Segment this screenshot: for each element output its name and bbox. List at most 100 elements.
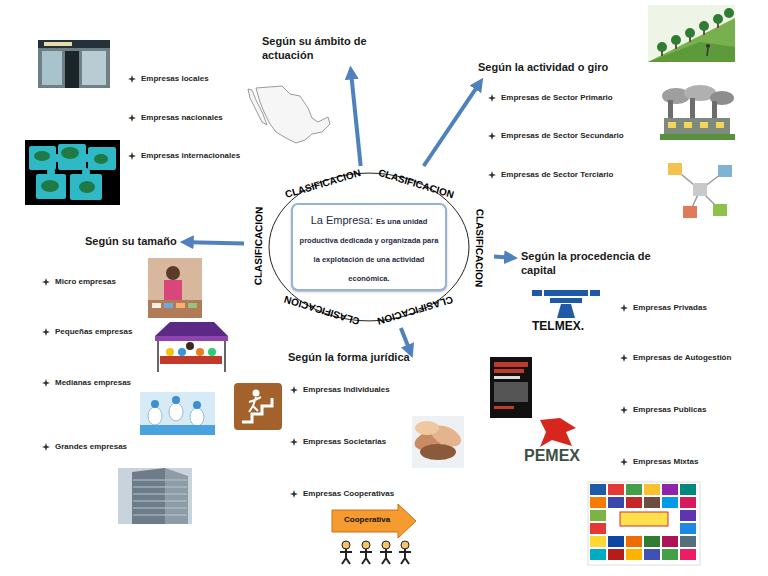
list-item: Micro empresas (42, 276, 116, 288)
product-row (140, 425, 215, 435)
bullet-symbol (42, 278, 50, 286)
bullet-symbol (620, 458, 628, 466)
worker-figure (706, 44, 710, 48)
category-heading: Según su ámbito de actuación (262, 35, 390, 63)
logo-tile (680, 536, 696, 547)
list-item: Empresas Publicas (620, 404, 706, 416)
ring-word: CLASIFICACION (253, 207, 264, 285)
worker-cap (151, 400, 159, 408)
goods (152, 303, 161, 308)
goods (178, 348, 186, 356)
bullet-symbol (42, 379, 50, 387)
logo-tile (644, 536, 660, 547)
bullet-symbol (488, 171, 496, 179)
photo-shape (412, 416, 464, 468)
slope (648, 18, 735, 62)
list-item: Empresas de Autogestión (620, 352, 731, 364)
list-item: Empresas locales (128, 73, 209, 85)
photo-shape (38, 40, 110, 48)
item-text: Empresas nacionales (141, 112, 223, 124)
worker-cap (193, 401, 201, 409)
logo-tile (680, 549, 696, 560)
goods (164, 303, 173, 308)
building (132, 468, 165, 524)
bullet-symbol (620, 354, 628, 362)
category-group: Según su ámbito de actuaciónEmpresas loc… (262, 35, 390, 63)
bullet-symbol (128, 152, 136, 160)
logo-tile (662, 549, 678, 560)
logo-tile (608, 549, 624, 560)
image-caption-text: Cooperativa (344, 516, 390, 525)
icon-figure (253, 390, 260, 397)
worker-body (190, 408, 204, 426)
bullet-symbol (290, 490, 298, 498)
ring-word: CLASIFICACION (284, 168, 362, 200)
hands-photo (412, 416, 464, 468)
world-puzzle-image (25, 140, 120, 205)
item-text: Micro empresas (55, 276, 116, 288)
item-text: Empresas Publicas (633, 404, 706, 416)
bullet-symbol (128, 75, 136, 83)
logo-tile (590, 523, 606, 534)
photo-shape (44, 42, 72, 46)
stall-pole (224, 341, 226, 372)
stick-figure (382, 541, 390, 549)
item-text: Empresas Cooperativas (303, 488, 394, 500)
stick-figure (340, 549, 411, 564)
puzzle-knob (47, 168, 55, 176)
bullet-symbol (290, 386, 298, 394)
bullet-symbol (42, 443, 50, 451)
logo-shape (540, 418, 576, 447)
box-heading: La Empresa: (311, 214, 373, 226)
photo-shape (65, 51, 79, 88)
connector-arrow (401, 328, 409, 349)
puzzle-knob (82, 168, 90, 176)
category-heading: Según la forma jurídica (288, 351, 410, 365)
category-group: Según la forma jurídicaEmpresas Individu… (288, 351, 410, 365)
map-outline (256, 86, 330, 143)
item-text: Pequeñas empresas (55, 326, 132, 338)
building (165, 468, 188, 524)
table (148, 300, 202, 318)
classification-ellipse: CLASIFICACIONCLASIFICACIONCLASIFICACIONC… (244, 166, 494, 328)
stall-table (160, 356, 222, 364)
puzzle-piece (58, 144, 86, 170)
logo-tile (626, 497, 642, 508)
ring-word: CLASIFICACION (473, 208, 484, 286)
slope (648, 42, 735, 62)
item-text: Empresas locales (141, 73, 209, 85)
bullet-symbol (488, 94, 496, 102)
bullet-symbol (128, 114, 136, 122)
pemex-logo (540, 418, 576, 447)
logo-wordmark: PEMEX (524, 447, 580, 465)
stall-roof (155, 322, 228, 336)
list-item: Empresas Privadas (620, 302, 707, 314)
network-cube (683, 206, 697, 218)
list-item: Empresas de Sector Terciario (488, 169, 613, 181)
list-item: Empresas internacionales (128, 150, 240, 162)
stall-pole (157, 341, 159, 372)
book-photo (494, 382, 528, 402)
connector-arrow (190, 242, 244, 243)
logo-tile (626, 484, 642, 495)
factory-window (716, 122, 724, 128)
category-heading: Según la actividad o giro (478, 61, 608, 75)
bullet-symbol (620, 304, 628, 312)
storefront-photo (38, 40, 110, 88)
logo-tile (680, 510, 696, 521)
category-group: Según su tamañoMicro empresasPequeñas em… (85, 235, 177, 249)
puzzle-piece (88, 147, 116, 170)
logo-shape (550, 298, 582, 303)
bullet-symbol (128, 152, 136, 160)
item-text: Empresas de Sector Primario (501, 92, 613, 104)
bullet-symbol (290, 490, 298, 498)
list-item: Empresas de Sector Secundario (488, 130, 624, 142)
book-title-bar (494, 376, 520, 379)
telmex-logo (532, 290, 600, 318)
logo-tile (590, 510, 606, 521)
box-body-text: Es una unidad productiva dedicada y orga… (300, 217, 439, 284)
list-item: Empresas nacionales (128, 112, 223, 124)
photo-shape (82, 51, 106, 85)
logo-tile (662, 497, 678, 508)
